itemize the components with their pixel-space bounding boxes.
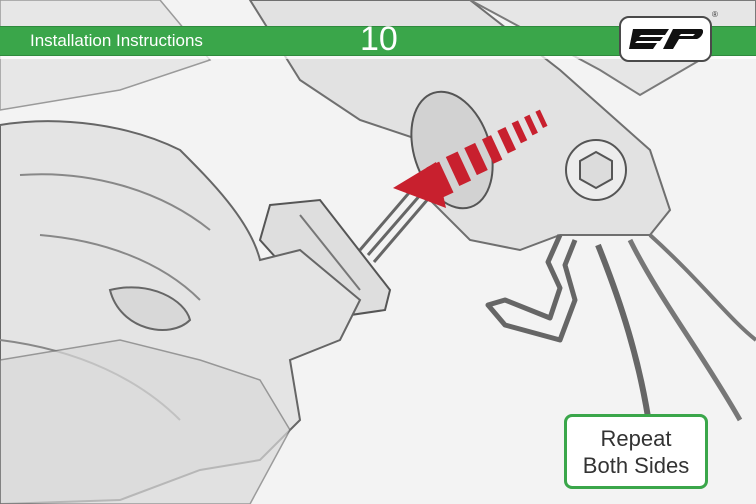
- ep-logo-icon: [629, 27, 703, 51]
- callout-line-1: Repeat: [601, 425, 672, 452]
- callout-line-2: Both Sides: [583, 452, 689, 479]
- brand-logo: [619, 16, 712, 62]
- step-number: 10: [360, 20, 398, 58]
- page-title: Installation Instructions: [30, 30, 203, 52]
- repeat-callout: Repeat Both Sides: [564, 414, 708, 489]
- registered-mark: ®: [712, 10, 718, 19]
